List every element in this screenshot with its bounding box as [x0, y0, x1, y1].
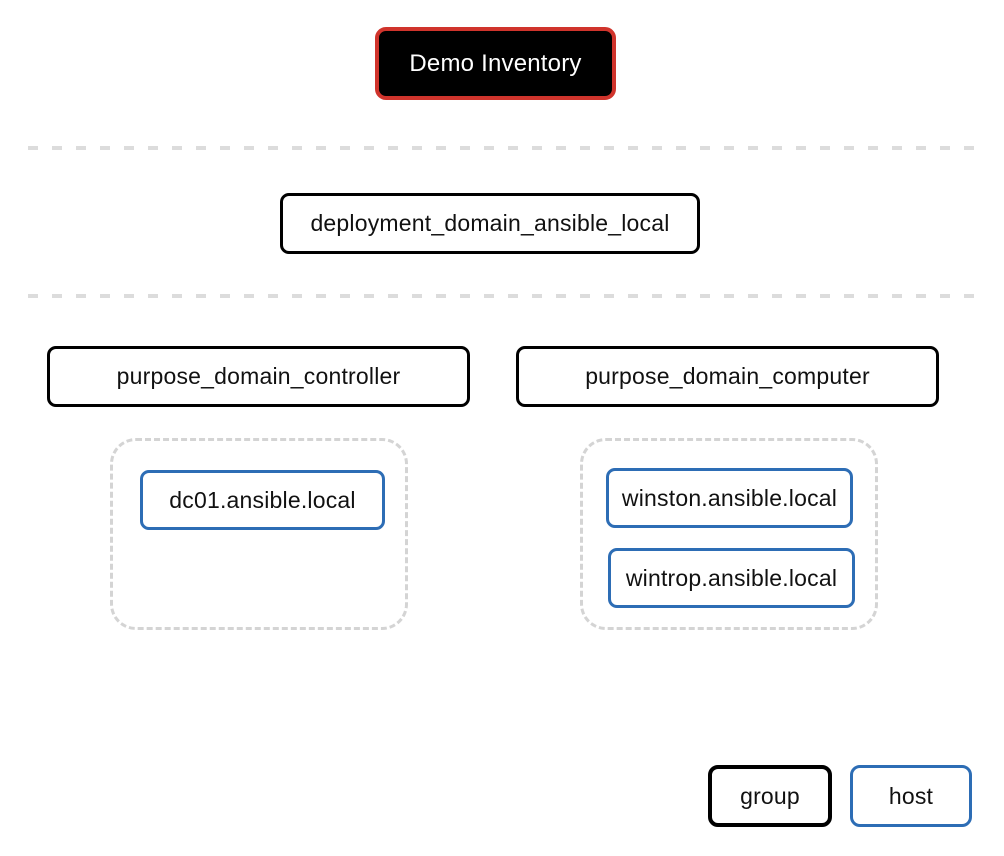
host-node-label: dc01.ansible.local — [169, 486, 356, 513]
legend-group-swatch: group — [708, 765, 832, 827]
legend-host-swatch: host — [850, 765, 972, 827]
group-node-label: purpose_domain_controller — [116, 363, 401, 389]
group-node-purpose-domain-computer[interactable]: purpose_domain_computer — [516, 346, 939, 407]
inventory-node-label: Demo Inventory — [409, 49, 582, 77]
legend-group-label: group — [740, 782, 800, 809]
group-node-label: deployment_domain_ansible_local — [310, 210, 670, 236]
divider-level-1 — [28, 146, 984, 150]
host-node-label: winston.ansible.local — [621, 484, 838, 511]
group-node-deployment-domain[interactable]: deployment_domain_ansible_local — [280, 193, 700, 254]
inventory-node[interactable]: Demo Inventory — [375, 27, 616, 100]
host-node-wintrop[interactable]: wintrop.ansible.local — [608, 548, 855, 608]
group-node-purpose-domain-controller[interactable]: purpose_domain_controller — [47, 346, 470, 407]
divider-level-2 — [28, 294, 984, 298]
host-node-winston[interactable]: winston.ansible.local — [606, 468, 853, 528]
legend-host-label: host — [888, 782, 934, 809]
host-node-label: wintrop.ansible.local — [625, 564, 838, 591]
group-node-label: purpose_domain_computer — [585, 363, 870, 389]
host-container-computer: winston.ansible.local wintrop.ansible.lo… — [580, 438, 878, 630]
host-node-dc01[interactable]: dc01.ansible.local — [140, 470, 385, 530]
host-container-controller: dc01.ansible.local — [110, 438, 408, 630]
